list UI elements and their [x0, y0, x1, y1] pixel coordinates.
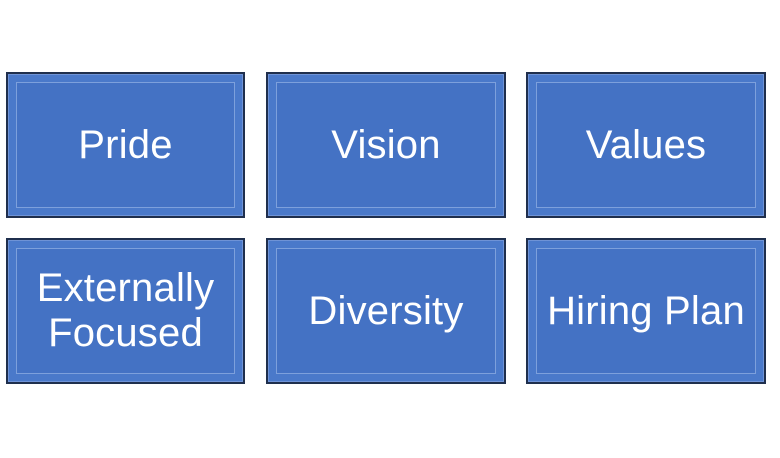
tile-label: Vision: [331, 122, 441, 167]
tile-label: Pride: [78, 122, 173, 167]
tile-label: Values: [585, 122, 707, 167]
tile-values: Values: [526, 72, 766, 218]
tile-pride: Pride: [6, 72, 245, 218]
tile-vision: Vision: [266, 72, 506, 218]
tile-label: Externally Focused: [36, 266, 215, 355]
tile-label: Hiring Plan: [547, 288, 745, 333]
tile-hiring-plan: Hiring Plan: [526, 238, 766, 384]
tile-label: Diversity: [308, 288, 464, 333]
tile-externally-focused: Externally Focused: [6, 238, 245, 384]
tile-diversity: Diversity: [266, 238, 506, 384]
